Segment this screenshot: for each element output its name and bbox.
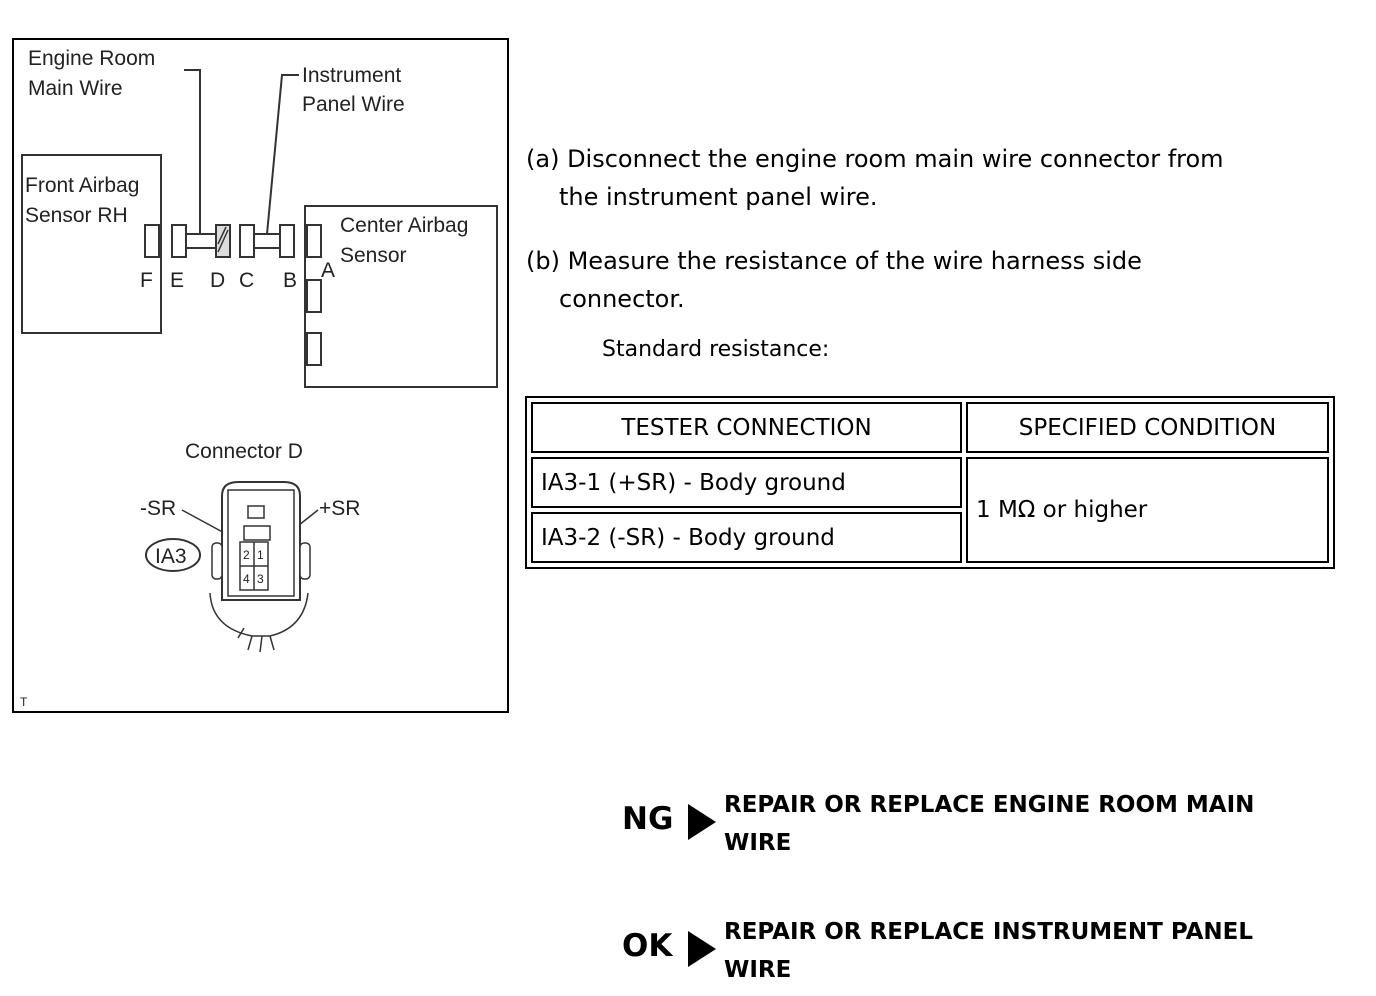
ok-arrow-icon bbox=[688, 931, 716, 967]
step-a: (a) Disconnect the engine room main wire… bbox=[526, 140, 1346, 216]
instrument-label-1: Instrument bbox=[302, 64, 401, 87]
step-b: (b) Measure the resistance of the wire h… bbox=[526, 242, 1346, 318]
label-e: E bbox=[170, 269, 184, 292]
instrument-label-2: Panel Wire bbox=[302, 93, 405, 116]
step-a-line1: (a) Disconnect the engine room main wire… bbox=[526, 145, 1224, 173]
front-airbag-label-1: Front Airbag bbox=[25, 174, 139, 197]
plus-sr-label: +SR bbox=[319, 497, 360, 520]
ng-action-line2: WIRE bbox=[724, 830, 792, 856]
ok-action: REPAIR OR REPLACE INSTRUMENT PANEL WIRE bbox=[724, 913, 1334, 989]
corner-mark: T bbox=[20, 695, 28, 709]
pin-1: 1 bbox=[257, 548, 264, 562]
header-specified-condition: SPECIFIED CONDITION bbox=[966, 402, 1329, 453]
pin-2: 2 bbox=[243, 548, 250, 562]
label-f: F bbox=[140, 269, 153, 292]
row-1-connection: IA3-1 (+SR) - Body ground bbox=[531, 457, 962, 508]
connector-e bbox=[171, 224, 187, 258]
table-row: IA3-1 (+SR) - Body ground 1 MΩ or higher bbox=[531, 457, 1329, 563]
front-airbag-label-2: Sensor RH bbox=[25, 204, 128, 227]
minus-sr-label: -SR bbox=[140, 497, 176, 520]
pin-3: 3 bbox=[257, 572, 264, 586]
resistance-table: TESTER CONNECTION SPECIFIED CONDITION IA… bbox=[525, 396, 1335, 569]
table-row: IA3-2 (-SR) - Body ground bbox=[531, 512, 1329, 563]
step-b-line2: connector. bbox=[559, 285, 685, 313]
pin-4: 4 bbox=[243, 572, 250, 586]
label-b: B bbox=[283, 269, 297, 292]
center-airbag-label-2: Sensor bbox=[340, 244, 407, 267]
ok-action-line1: REPAIR OR REPLACE INSTRUMENT PANEL bbox=[724, 919, 1253, 945]
ok-code: OK bbox=[622, 928, 673, 964]
label-c: C bbox=[239, 269, 254, 292]
step-a-line2: the instrument panel wire. bbox=[559, 183, 878, 211]
step-b-line1: (b) Measure the resistance of the wire h… bbox=[526, 247, 1142, 275]
connector-b bbox=[279, 224, 295, 258]
connector-d-title: Connector D bbox=[185, 440, 303, 463]
front-airbag-sensor-box bbox=[21, 154, 162, 334]
connector-c bbox=[239, 224, 255, 258]
standard-resistance-label: Standard resistance: bbox=[602, 337, 830, 362]
engine-room-label-1: Engine Room bbox=[28, 47, 155, 70]
row-2-connection: IA3-2 (-SR) - Body ground bbox=[531, 512, 962, 563]
ok-action-line2: WIRE bbox=[724, 957, 792, 983]
engine-room-label-2: Main Wire bbox=[28, 77, 123, 100]
wiring-diagram: Front Airbag Sensor RH Center Airbag Sen… bbox=[12, 38, 509, 713]
ng-action: REPAIR OR REPLACE ENGINE ROOM MAIN WIRE bbox=[724, 786, 1334, 862]
ng-code: NG bbox=[622, 801, 674, 837]
ia3-badge bbox=[145, 538, 201, 572]
label-d: D bbox=[210, 269, 225, 292]
table-header-row: TESTER CONNECTION SPECIFIED CONDITION bbox=[531, 402, 1329, 453]
center-airbag-label-1: Center Airbag bbox=[340, 214, 468, 237]
ng-action-line1: REPAIR OR REPLACE ENGINE ROOM MAIN bbox=[724, 792, 1255, 818]
condition-cell: 1 MΩ or higher bbox=[966, 457, 1329, 563]
center-airbag-sensor-box bbox=[304, 205, 498, 388]
header-tester-connection: TESTER CONNECTION bbox=[531, 402, 962, 453]
ng-arrow-icon bbox=[688, 804, 716, 840]
ia3-label: IA3 bbox=[155, 545, 187, 568]
connector-f bbox=[144, 224, 160, 258]
label-a: A bbox=[321, 259, 335, 282]
